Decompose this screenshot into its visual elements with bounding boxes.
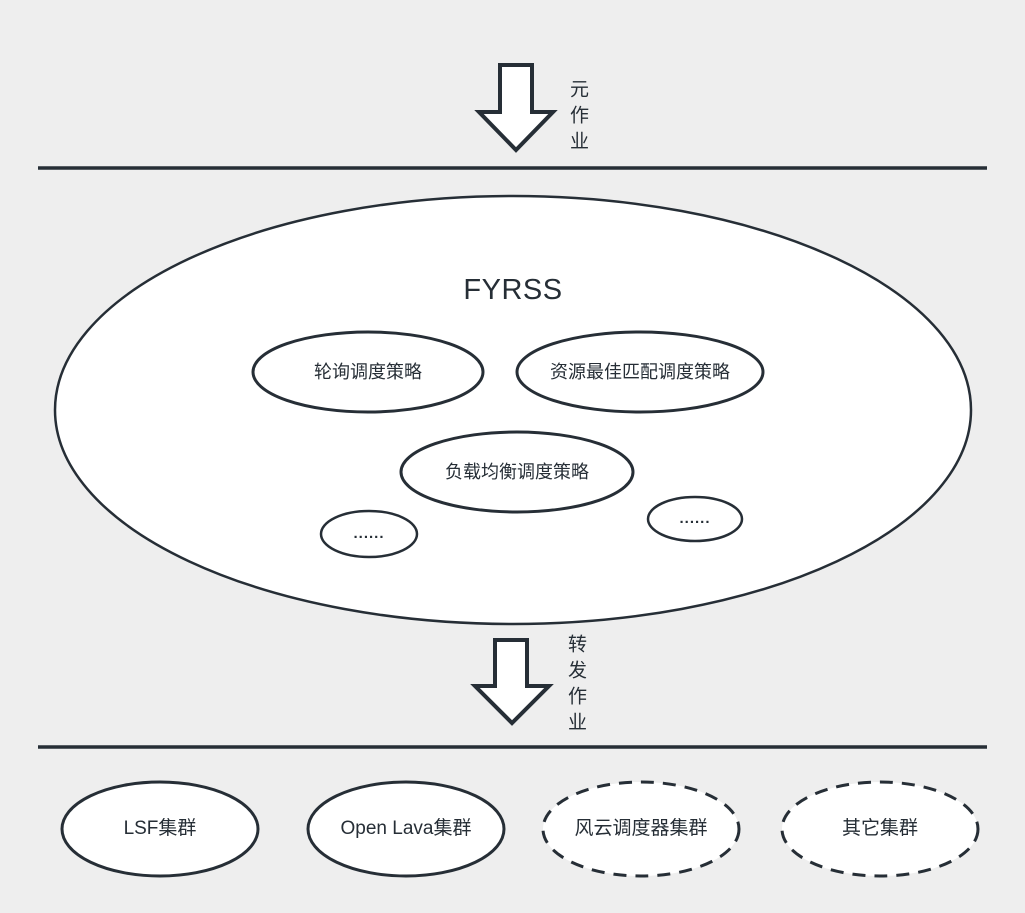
best-match-strategy-ellipse <box>515 330 765 414</box>
other-cluster-ellipse <box>780 780 980 878</box>
round-robin-strategy-label: 轮询调度策略 <box>314 361 422 382</box>
openlava-cluster-label: Open Lava集群 <box>340 818 472 840</box>
meta-job-down-arrow-icon <box>474 63 558 153</box>
lsf-cluster-label: LSF集群 <box>123 818 197 840</box>
more-strategies-left-ellipse <box>319 509 419 559</box>
openlava-cluster-ellipse <box>306 780 506 878</box>
more-strategies-right-ellipse <box>646 495 744 543</box>
fengyun-scheduler-cluster-ellipse <box>541 780 741 878</box>
more-strategies-right-label: ...... <box>679 510 711 528</box>
load-balance-strategy-label: 负载均衡调度策略 <box>445 461 589 482</box>
more-strategies-left-label: ...... <box>353 525 385 543</box>
load-balance-strategy-ellipse <box>399 430 635 514</box>
fengyun-scheduler-cluster-label: 风云调度器集群 <box>574 818 708 840</box>
forward-job-down-arrow-icon <box>470 638 554 726</box>
lsf-cluster-ellipse <box>60 780 260 878</box>
forward-job-label: 转发作业 <box>565 634 586 738</box>
other-cluster-label: 其它集群 <box>841 818 918 840</box>
fyrss-container-ellipse <box>53 194 973 626</box>
best-match-strategy-label: 资源最佳匹配调度策略 <box>550 361 730 382</box>
fyrss-title: FYRSS <box>463 274 563 307</box>
meta-job-label: 元作业 <box>567 79 588 157</box>
round-robin-strategy-ellipse <box>251 330 485 414</box>
